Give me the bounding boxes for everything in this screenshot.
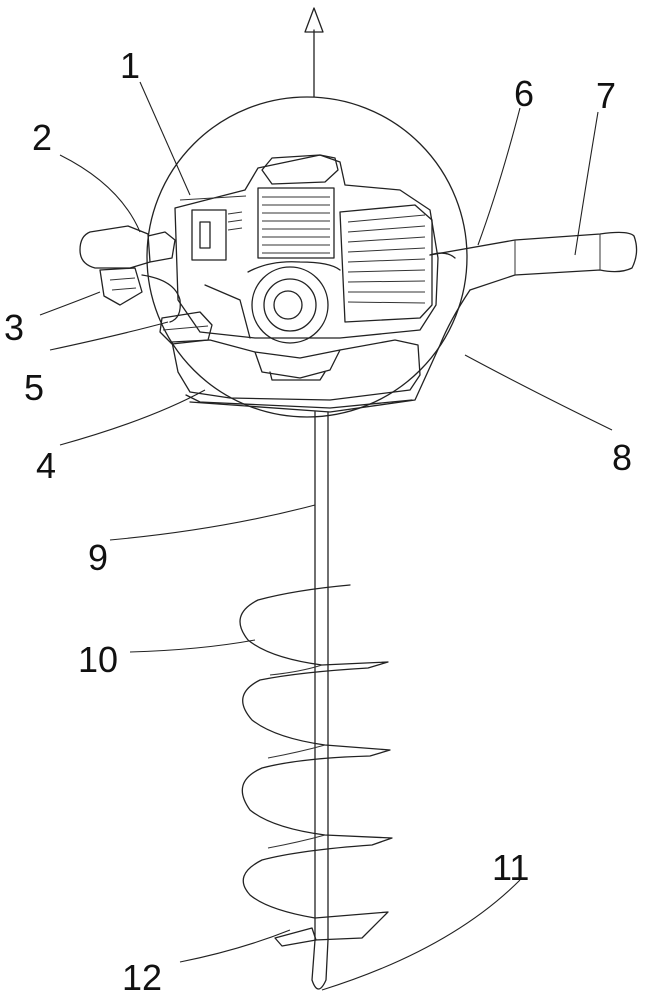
label-6: 6 — [514, 73, 534, 114]
drill-shaft — [315, 412, 328, 940]
label-5: 5 — [24, 367, 44, 408]
label-2: 2 — [32, 117, 52, 158]
label-10: 10 — [78, 639, 118, 680]
helical-blade — [240, 585, 392, 940]
label-4: 4 — [36, 445, 56, 486]
label-12: 12 — [122, 957, 162, 998]
engine-body — [175, 155, 438, 343]
label-1: 1 — [120, 45, 140, 86]
throttle-assembly — [80, 226, 180, 322]
label-11: 11 — [492, 847, 529, 888]
fuel-cap — [160, 312, 212, 344]
label-9: 9 — [88, 537, 108, 578]
drill-tip — [275, 928, 328, 989]
label-7: 7 — [596, 75, 616, 116]
label-8: 8 — [612, 437, 632, 478]
label-3: 3 — [4, 307, 24, 348]
